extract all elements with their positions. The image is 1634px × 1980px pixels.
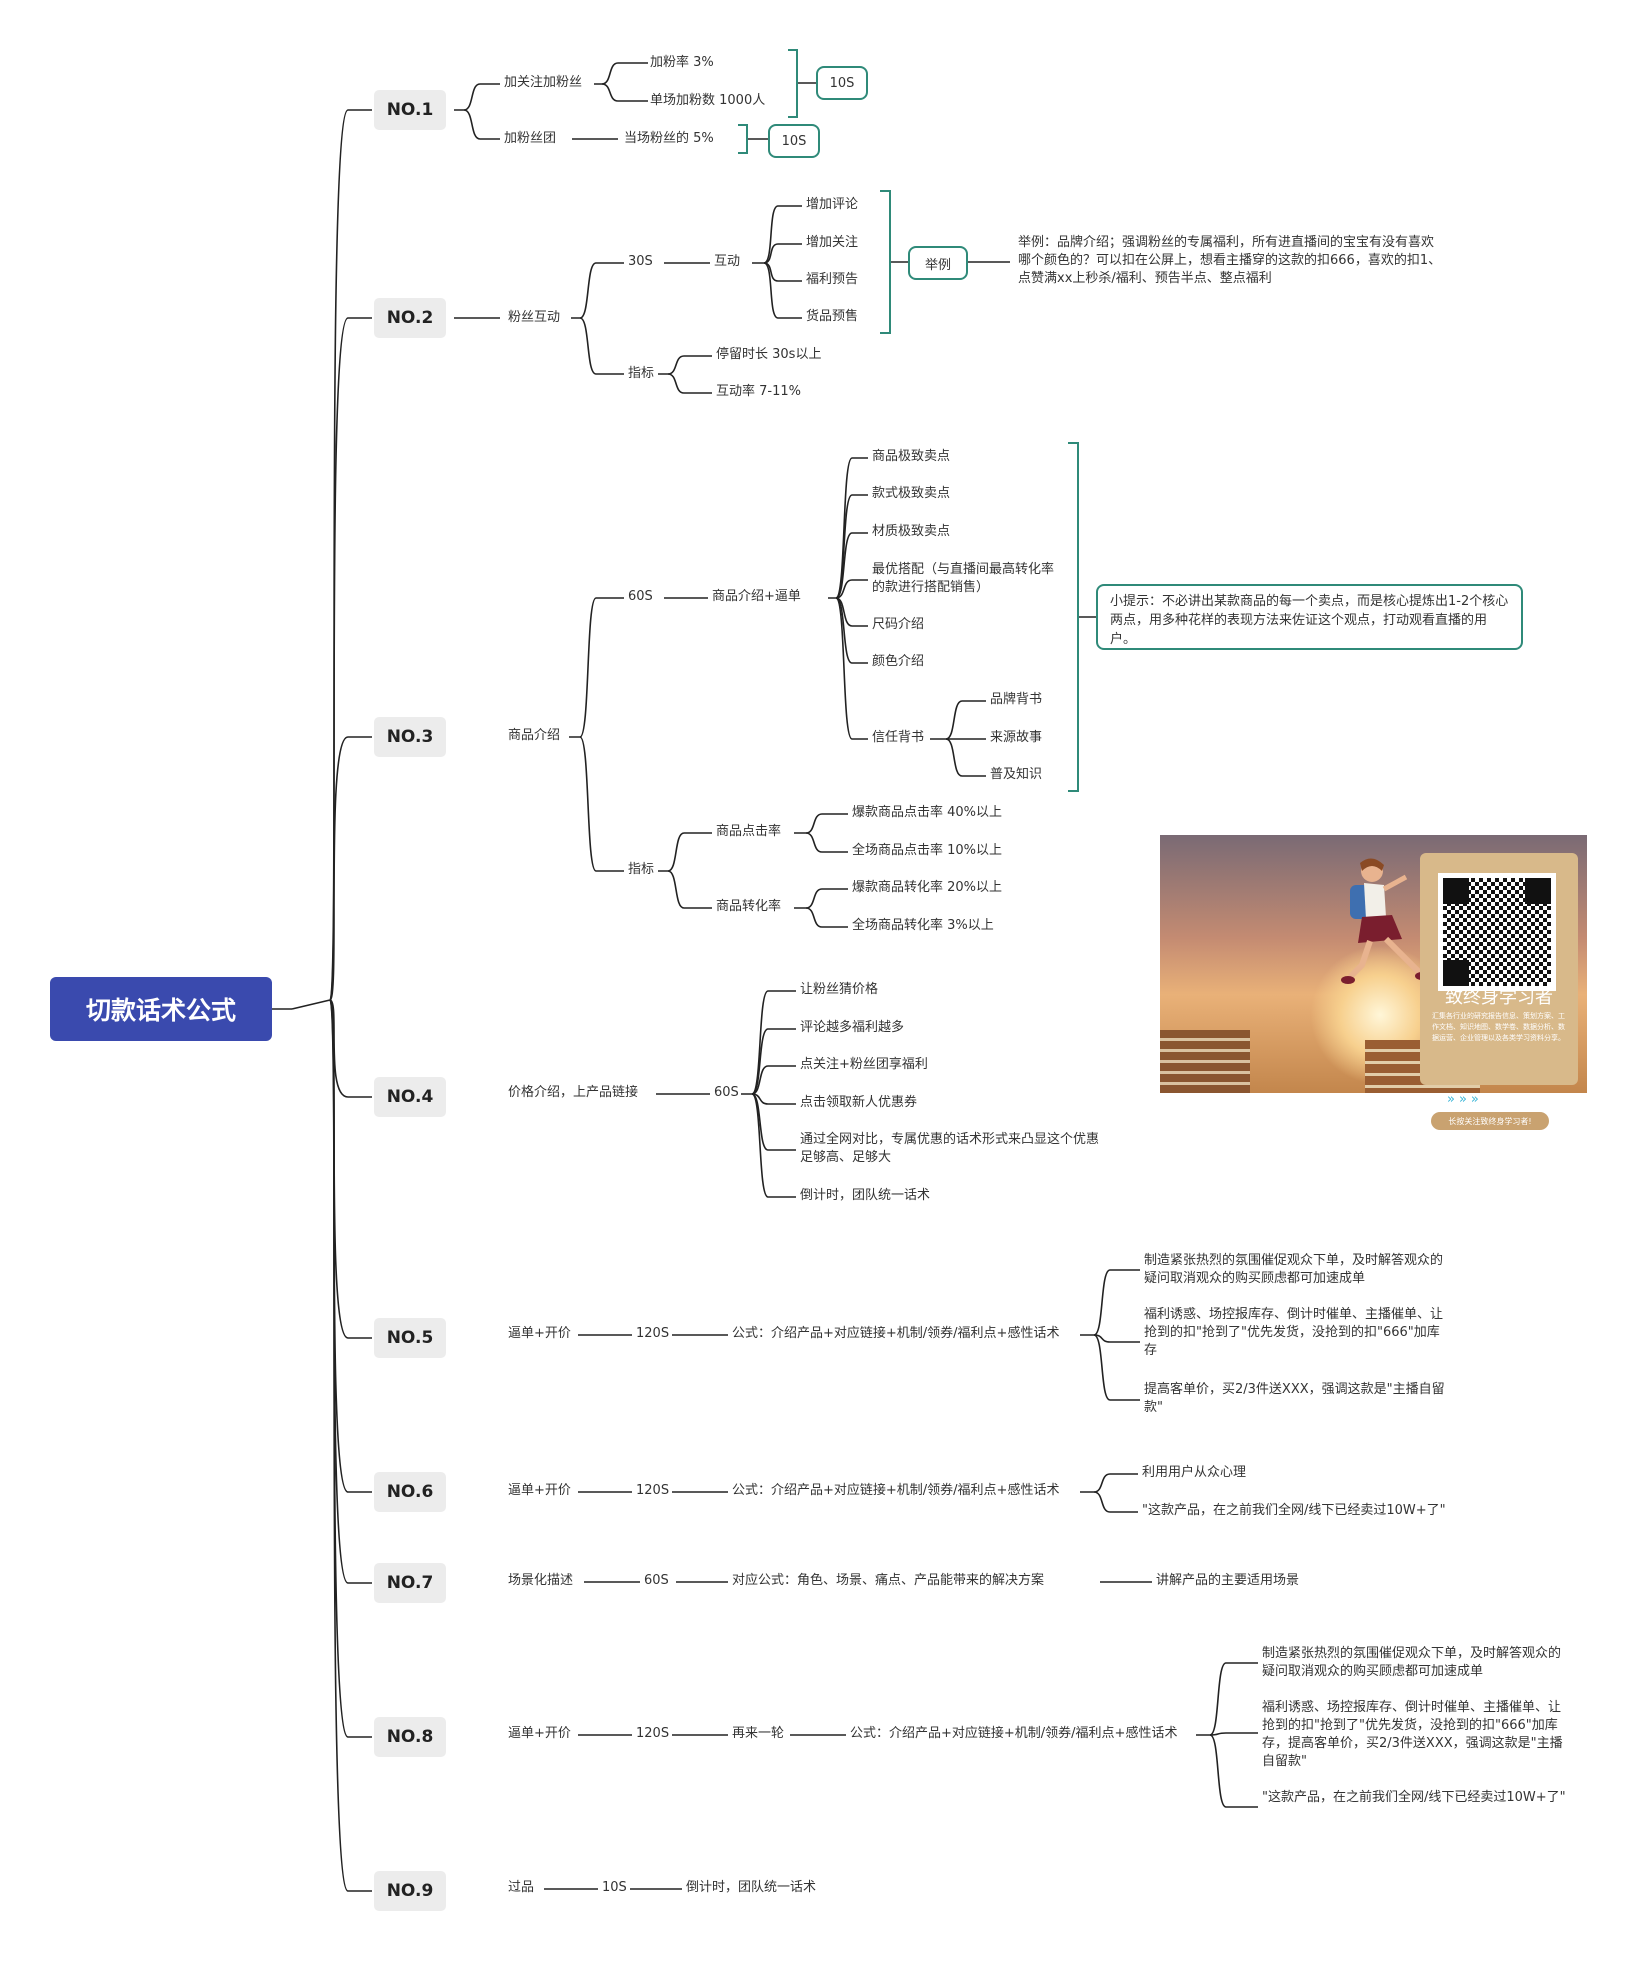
- no3-time: 60S: [626, 588, 655, 606]
- node-no4[interactable]: NO.4: [374, 1077, 446, 1117]
- no5-branch: 逼单+开价: [506, 1325, 573, 1343]
- no3-trust: 信任背书: [870, 729, 927, 747]
- no2-item-4: 货品预售: [804, 308, 861, 326]
- no6-time: 120S: [634, 1482, 672, 1500]
- no8-formula: 公式：介绍产品+对应链接+机制/领券/福利点+感性话术: [848, 1725, 1180, 1743]
- no4-item-1: 让粉丝猜价格: [798, 981, 881, 999]
- node-no2[interactable]: NO.2: [374, 298, 446, 338]
- no6-item-2: "这款产品，在之前我们全网/线下已经卖过10W+了": [1140, 1502, 1448, 1520]
- no6-branch: 逼单+开价: [506, 1482, 573, 1500]
- promo-image: 致终身学习者 汇集各行业的研究报告信息、策划方案、工作文档、知识地图、数学卷、数…: [1160, 835, 1587, 1093]
- no1-time-box-1: 10S: [816, 66, 868, 100]
- no8-branch: 逼单+开价: [506, 1725, 573, 1743]
- no2-example-box: 举例: [908, 246, 968, 280]
- no4-branch: 价格介绍，上产品链接: [506, 1084, 641, 1102]
- node-no7[interactable]: NO.7: [374, 1563, 446, 1603]
- node-no9[interactable]: NO.9: [374, 1871, 446, 1911]
- no7-branch: 场景化描述: [506, 1572, 576, 1590]
- no3-tip-box: 小提示：不必讲出某款商品的每一个卖点，而是核心提炼出1-2个核心两点，用多种花样…: [1096, 584, 1523, 650]
- no3-metric: 指标: [626, 861, 657, 879]
- qr-description: 汇集各行业的研究报告信息、策划方案、工作文档、知识地图、数学卷、数据分析、数据运…: [1432, 1012, 1565, 1042]
- no8-again: 再来一轮: [730, 1725, 787, 1743]
- no2-time: 30S: [626, 253, 655, 271]
- no2-metric: 指标: [626, 365, 657, 383]
- no8-time: 120S: [634, 1725, 672, 1743]
- no1-follow-rate: 加粉率 3%: [648, 54, 716, 72]
- no3-trust-1: 品牌背书: [988, 691, 1045, 709]
- no3-item-3: 材质极致卖点: [870, 523, 953, 541]
- no1-time-box-2: 10S: [768, 124, 820, 158]
- no3-trust-2: 来源故事: [988, 729, 1045, 747]
- qr-title: 致终身学习者: [1445, 987, 1553, 1008]
- no5-item-2: 福利诱惑、场控报库存、倒计时催单、主播催单、让抢到的扣"抢到了"优先发货，没抢到…: [1142, 1306, 1452, 1360]
- root-node[interactable]: 切款话术公式: [50, 977, 272, 1041]
- promo-footer-button[interactable]: 长按关注致终身学习者!: [1431, 1112, 1549, 1130]
- no7-result: 讲解产品的主要适用场景: [1154, 1572, 1302, 1590]
- node-no8[interactable]: NO.8: [374, 1717, 446, 1757]
- no8-item-2: 福利诱惑、场控报库存、倒计时催单、主播催单、让抢到的扣"抢到了"优先发货，没抢到…: [1260, 1699, 1570, 1771]
- no5-formula: 公式：介绍产品+对应链接+机制/领券/福利点+感性话术: [730, 1325, 1062, 1343]
- no4-item-3: 点关注+粉丝团享福利: [798, 1056, 930, 1074]
- no3-conv: 商品转化率: [714, 898, 784, 916]
- no3-conv-2: 全场商品转化率 3%以上: [850, 917, 996, 935]
- jumping-girl-illustration: [1341, 858, 1429, 984]
- no3-branch: 商品介绍: [506, 727, 563, 745]
- node-no5[interactable]: NO.5: [374, 1318, 446, 1358]
- node-no3[interactable]: NO.3: [374, 717, 446, 757]
- no7-time: 60S: [642, 1572, 671, 1590]
- no5-item-3: 提高客单价，买2/3件送XXX，强调这款是"主播自留款": [1142, 1381, 1452, 1417]
- qr-code[interactable]: [1438, 873, 1556, 991]
- no3-item-1: 商品极致卖点: [870, 448, 953, 466]
- no1-fanclub-rate: 当场粉丝的 5%: [622, 130, 716, 148]
- no2-metric-stay: 停留时长 30s以上: [714, 346, 824, 364]
- books-stack-left: [1160, 1030, 1250, 1093]
- no4-item-6: 倒计时，团队统一话术: [798, 1187, 933, 1205]
- no1-branch-follow: 加关注加粉丝: [502, 74, 585, 92]
- no4-time: 60S: [712, 1084, 741, 1102]
- node-no1[interactable]: NO.1: [374, 90, 446, 130]
- no4-item-2: 评论越多福利越多: [798, 1019, 907, 1037]
- no3-conv-1: 爆款商品转化率 20%以上: [850, 879, 1005, 897]
- no4-item-5: 通过全网对比，专属优惠的话术形式来凸显这个优惠足够高、足够大: [798, 1131, 1102, 1167]
- no9-branch: 过品: [506, 1879, 537, 1897]
- no3-item-4: 最优搭配（与直播间最高转化率的款进行搭配销售）: [870, 561, 1060, 597]
- no6-formula: 公式：介绍产品+对应链接+机制/领券/福利点+感性话术: [730, 1482, 1062, 1500]
- no2-item-3: 福利预告: [804, 271, 861, 289]
- no9-result: 倒计时，团队统一话术: [684, 1879, 819, 1897]
- no3-click-2: 全场商品点击率 10%以上: [850, 842, 1005, 860]
- no3-click: 商品点击率: [714, 823, 784, 841]
- no6-item-1: 利用用户从众心理: [1140, 1464, 1249, 1482]
- no5-time: 120S: [634, 1325, 672, 1343]
- no9-time: 10S: [600, 1879, 629, 1897]
- no2-interact: 互动: [712, 253, 743, 271]
- no2-item-1: 增加评论: [804, 196, 861, 214]
- no3-trust-3: 普及知识: [988, 766, 1045, 784]
- no2-example-text: 举例：品牌介绍；强调粉丝的专属福利，所有进直播间的宝宝有没有喜欢哪个颜色的？可以…: [1016, 234, 1446, 288]
- no3-item-2: 款式极致卖点: [870, 485, 953, 503]
- no3-intro: 商品介绍+逼单: [710, 588, 803, 606]
- no2-item-2: 增加关注: [804, 234, 861, 252]
- no8-item-3: "这款产品，在之前我们全网/线下已经卖过10W+了": [1260, 1789, 1570, 1807]
- no2-branch: 粉丝互动: [506, 309, 563, 327]
- no7-formula: 对应公式：角色、场景、痛点、产品能带来的解决方案: [730, 1572, 1047, 1590]
- no3-click-1: 爆款商品点击率 40%以上: [850, 804, 1005, 822]
- node-no6[interactable]: NO.6: [374, 1472, 446, 1512]
- no1-branch-fanclub: 加粉丝团: [502, 130, 559, 148]
- arrow-icons: »»»: [1447, 1092, 1483, 1107]
- no8-item-1: 制造紧张热烈的氛围催促观众下单，及时解答观众的疑问取消观众的购买顾虑都可加速成单: [1260, 1645, 1570, 1681]
- no3-item-6: 颜色介绍: [870, 653, 927, 671]
- no5-item-1: 制造紧张热烈的氛围催促观众下单，及时解答观众的疑问取消观众的购买顾虑都可加速成单: [1142, 1252, 1452, 1288]
- no2-metric-interact: 互动率 7-11%: [714, 383, 803, 401]
- no3-item-5: 尺码介绍: [870, 616, 927, 634]
- no1-follow-count: 单场加粉数 1000人: [648, 92, 768, 110]
- no4-item-4: 点击领取新人优惠券: [798, 1094, 920, 1112]
- qr-panel: 致终身学习者 汇集各行业的研究报告信息、策划方案、工作文档、知识地图、数学卷、数…: [1420, 853, 1578, 1085]
